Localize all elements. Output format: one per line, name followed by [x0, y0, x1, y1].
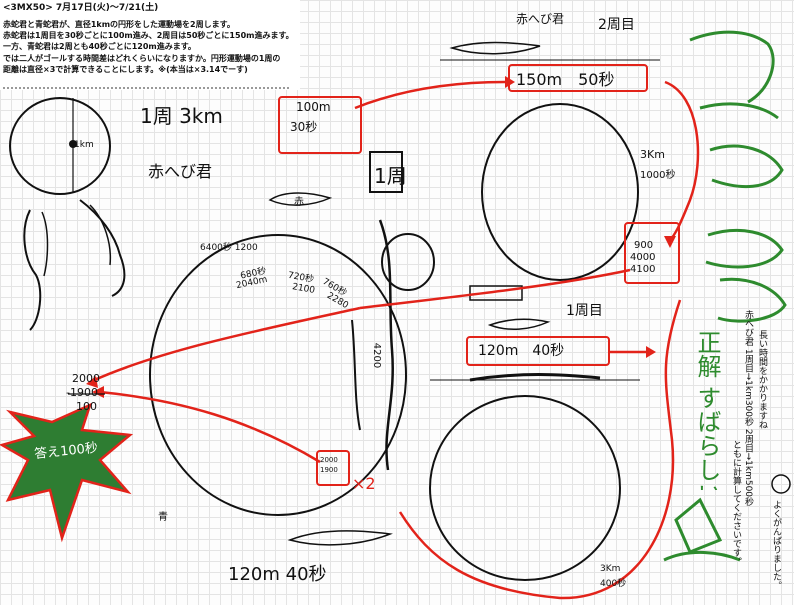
teacher-note: よくがんばりました。 [771, 500, 781, 590]
teacher-note: 長い時間をかかりますね [757, 330, 767, 429]
problem-line: では二人がゴールする時間差はどれくらいになりますか。円形運動場の1周の [3, 54, 281, 63]
teacher-note: ともに計算してくださいです。 [731, 440, 741, 566]
final-a: 2000 [320, 456, 338, 464]
time-note: 1000秒 [640, 170, 676, 181]
akahebi-top-label: 赤へび君 [516, 12, 565, 26]
red-box-text: 120m 40秒 [478, 343, 565, 359]
problem-line: 赤蛇君は1周目を30秒ごとに100m進み、2周目は50秒ごとに150m進みます。 [3, 31, 294, 40]
red-box-text: 100m [296, 100, 331, 114]
distance-note: 4200 [371, 342, 383, 369]
total-c: 4100 [630, 264, 656, 275]
times-two-note: ×2 [352, 474, 376, 493]
total-b: 4000 [630, 252, 656, 263]
lap-distance-note: 1周 3km [140, 104, 223, 128]
lap2-circle-drawing [481, 103, 639, 281]
time-note: 6400秒 1200 [200, 243, 258, 253]
teacher-praise: 正解 すばらしい [693, 330, 721, 490]
problem-header: <3MX50> 7月17日(火)～7/21(土) 赤蛇君と青蛇君が、直径1kmの… [0, 0, 300, 90]
problem-line: 距離は直径×3で計算できることにします。※(本当は×3.14でーす) [3, 65, 248, 74]
red-box-totals [624, 222, 680, 284]
red-box-text: 150m 50秒 [516, 70, 615, 89]
problem-line: 一方、青蛇君は2周とも40秒ごとに120m進みます。 [3, 42, 196, 51]
lap-box-label: 1周 [374, 164, 407, 188]
red-box-lap2-rate [508, 64, 648, 92]
lap1-title: 1周目 [566, 303, 603, 319]
distance-note: 3Km [640, 148, 665, 161]
red-box-blue-rate [466, 336, 610, 366]
lap2-title: 2周目 [598, 17, 635, 33]
teacher-note: 赤へび君 1周目→1km300秒 2周目→1km500秒 [743, 310, 753, 507]
calc-line: 2000 [72, 372, 100, 385]
problem-date: <3MX50> 7月17日(火)～7/21(土) [3, 3, 159, 13]
radius-note: 1km [74, 140, 94, 150]
distance-note: 3Km [600, 564, 621, 574]
calc-line: 100 [76, 400, 97, 413]
time-note: 400秒 [600, 579, 627, 589]
big-ellipse-drawing [149, 234, 407, 516]
red-box-lap1-rate [278, 96, 362, 154]
final-b: 1900 [320, 466, 338, 474]
ao-label: 青 [158, 512, 168, 523]
total-a: 900 [634, 240, 654, 251]
small-circle-drawing [9, 97, 111, 195]
answer-star [0, 402, 134, 543]
akahebi-label: 赤へび君 [148, 162, 213, 181]
calc-line: -1900 [66, 386, 98, 399]
red-box-final [316, 450, 350, 486]
snake-label: 赤 [294, 197, 304, 208]
problem-line: 赤蛇君と青蛇君が、直径1kmの円形をした運動場を2周します。 [3, 20, 235, 29]
bottom-answer-note: 120m 40秒 [228, 564, 327, 585]
lap1-circle-drawing [429, 395, 621, 581]
red-box-text: 30秒 [290, 120, 318, 134]
